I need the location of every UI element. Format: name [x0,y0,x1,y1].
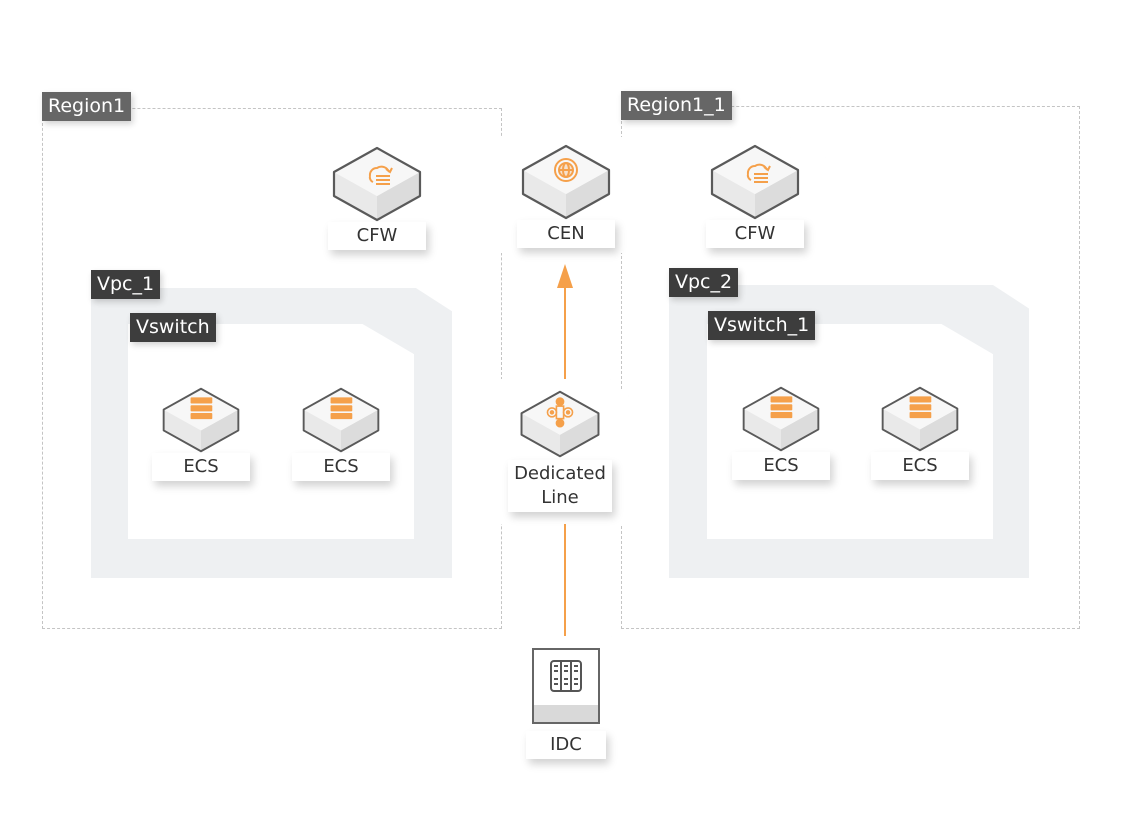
globe-network-icon [521,144,611,220]
vpc-1-label: Vpc_1 [91,270,161,299]
ecs-node-1-label: ECS [152,453,250,481]
region-1-boundary [42,108,502,629]
cloud-firewall-icon [710,144,800,220]
dedicated-line-node[interactable]: Dedicated Line [505,390,615,512]
datacenter-rack-icon [532,648,600,724]
server-icon [156,387,246,453]
ecs-node-4[interactable]: ECS [865,386,975,480]
cfw-node-right-label: CFW [706,220,804,248]
vswitch-1-label: Vswitch [130,313,216,342]
ecs-node-3-label: ECS [732,452,830,480]
ecs-node-1[interactable]: ECS [146,387,256,481]
ecs-node-4-label: ECS [871,452,969,480]
vpc-2-label: Vpc_2 [669,268,739,297]
ecs-node-2[interactable]: ECS [286,387,396,481]
ecs-node-2-label: ECS [292,453,390,481]
cen-node-label: CEN [517,220,615,248]
server-icon [875,386,965,452]
cloud-firewall-icon [332,146,422,222]
vswitch-2-label: Vswitch_1 [708,311,816,340]
region-1-1-label: Region1_1 [621,91,732,120]
dedicated-line-label-line2: Line [541,487,579,508]
dedicated-line-label-line1: Dedicated [514,463,606,484]
dedicated-line-label: Dedicated Line [508,460,612,512]
idc-label: IDC [526,731,606,759]
connection-idc-to-dedicated [564,523,566,636]
ecs-node-3[interactable]: ECS [726,386,836,480]
dedicated-line-icon [515,390,605,458]
server-icon [296,387,386,453]
region-1-1-boundary [621,106,1080,629]
arrow-head-icon [557,264,573,288]
idc-node[interactable]: IDC [521,731,611,759]
server-icon [736,386,826,452]
region-1-label: Region1 [42,92,132,121]
cfw-node-right[interactable]: CFW [700,144,810,248]
cfw-node-left[interactable]: CFW [322,146,432,250]
connection-dedicated-to-cen [564,284,566,379]
cfw-node-left-label: CFW [328,222,426,250]
cen-node[interactable]: CEN [511,144,621,248]
